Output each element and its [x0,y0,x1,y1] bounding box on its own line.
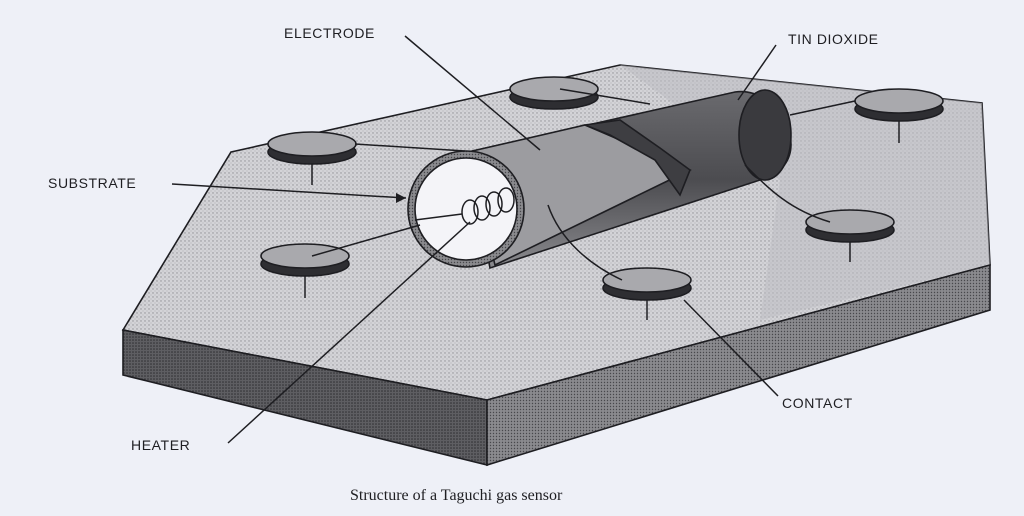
tin-dioxide-coating [581,119,691,197]
label-contact: CONTACT [782,395,853,411]
label-heater: HEATER [131,437,190,453]
label-tin-dioxide: TIN DIOXIDE [788,31,879,47]
tube-end [738,89,792,181]
heater-coil [414,187,515,225]
contact-pad [267,131,357,185]
connection-wires [311,88,856,281]
label-electrode: ELECTRODE [284,25,375,41]
contact-pad [260,243,350,298]
contact-pad [854,88,944,143]
contact-pad [805,209,895,262]
contact-pad [602,267,692,320]
figure-caption: Structure of a Taguchi gas sensor [350,487,563,504]
label-substrate: SUBSTRATE [48,175,136,191]
substrate-right-side [486,263,991,467]
tube-open-end-inner [414,157,518,261]
leader-lines [171,35,779,444]
